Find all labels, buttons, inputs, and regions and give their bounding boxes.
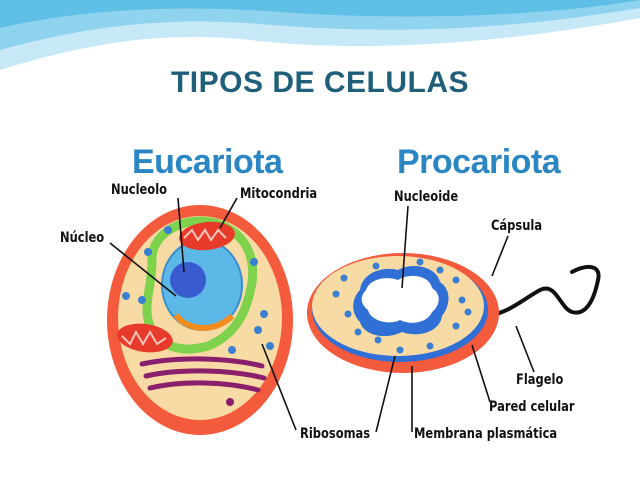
golgi-apparatus xyxy=(139,356,267,393)
eukaryote-cell xyxy=(107,205,293,435)
mitochondrion-bottom xyxy=(117,323,173,353)
label-nucleoide: Nucleoide xyxy=(394,189,459,205)
header-wave xyxy=(0,0,640,70)
label-capsula: Cápsula xyxy=(491,218,543,234)
prokaryote-cell xyxy=(307,253,601,373)
prokaryote-ribosomes xyxy=(332,258,472,354)
eukaryote-title: Eucariota xyxy=(132,143,283,181)
label-ribosomas: Ribosomas xyxy=(300,426,371,442)
label-mitocondria: Mitocondria xyxy=(240,186,318,202)
nucleolus xyxy=(170,262,206,298)
eukaryote-ribosomes xyxy=(122,226,274,354)
mitochondrion-top xyxy=(179,221,235,251)
prokaryote-title: Procariota xyxy=(397,143,561,181)
flagellum xyxy=(486,265,601,318)
leader-lines xyxy=(109,197,535,433)
label-membrana-plasmatica: Membrana plasmática xyxy=(414,426,558,442)
label-nucleo: Núcleo xyxy=(60,230,105,246)
label-nucleolo: Nucleolo xyxy=(111,182,168,198)
slide-title: TIPOS DE CELULAS xyxy=(170,66,470,99)
label-pared-celular: Pared celular xyxy=(489,399,575,415)
endoplasmic-reticulum xyxy=(142,216,258,354)
label-flagelo: Flagelo xyxy=(516,372,564,388)
